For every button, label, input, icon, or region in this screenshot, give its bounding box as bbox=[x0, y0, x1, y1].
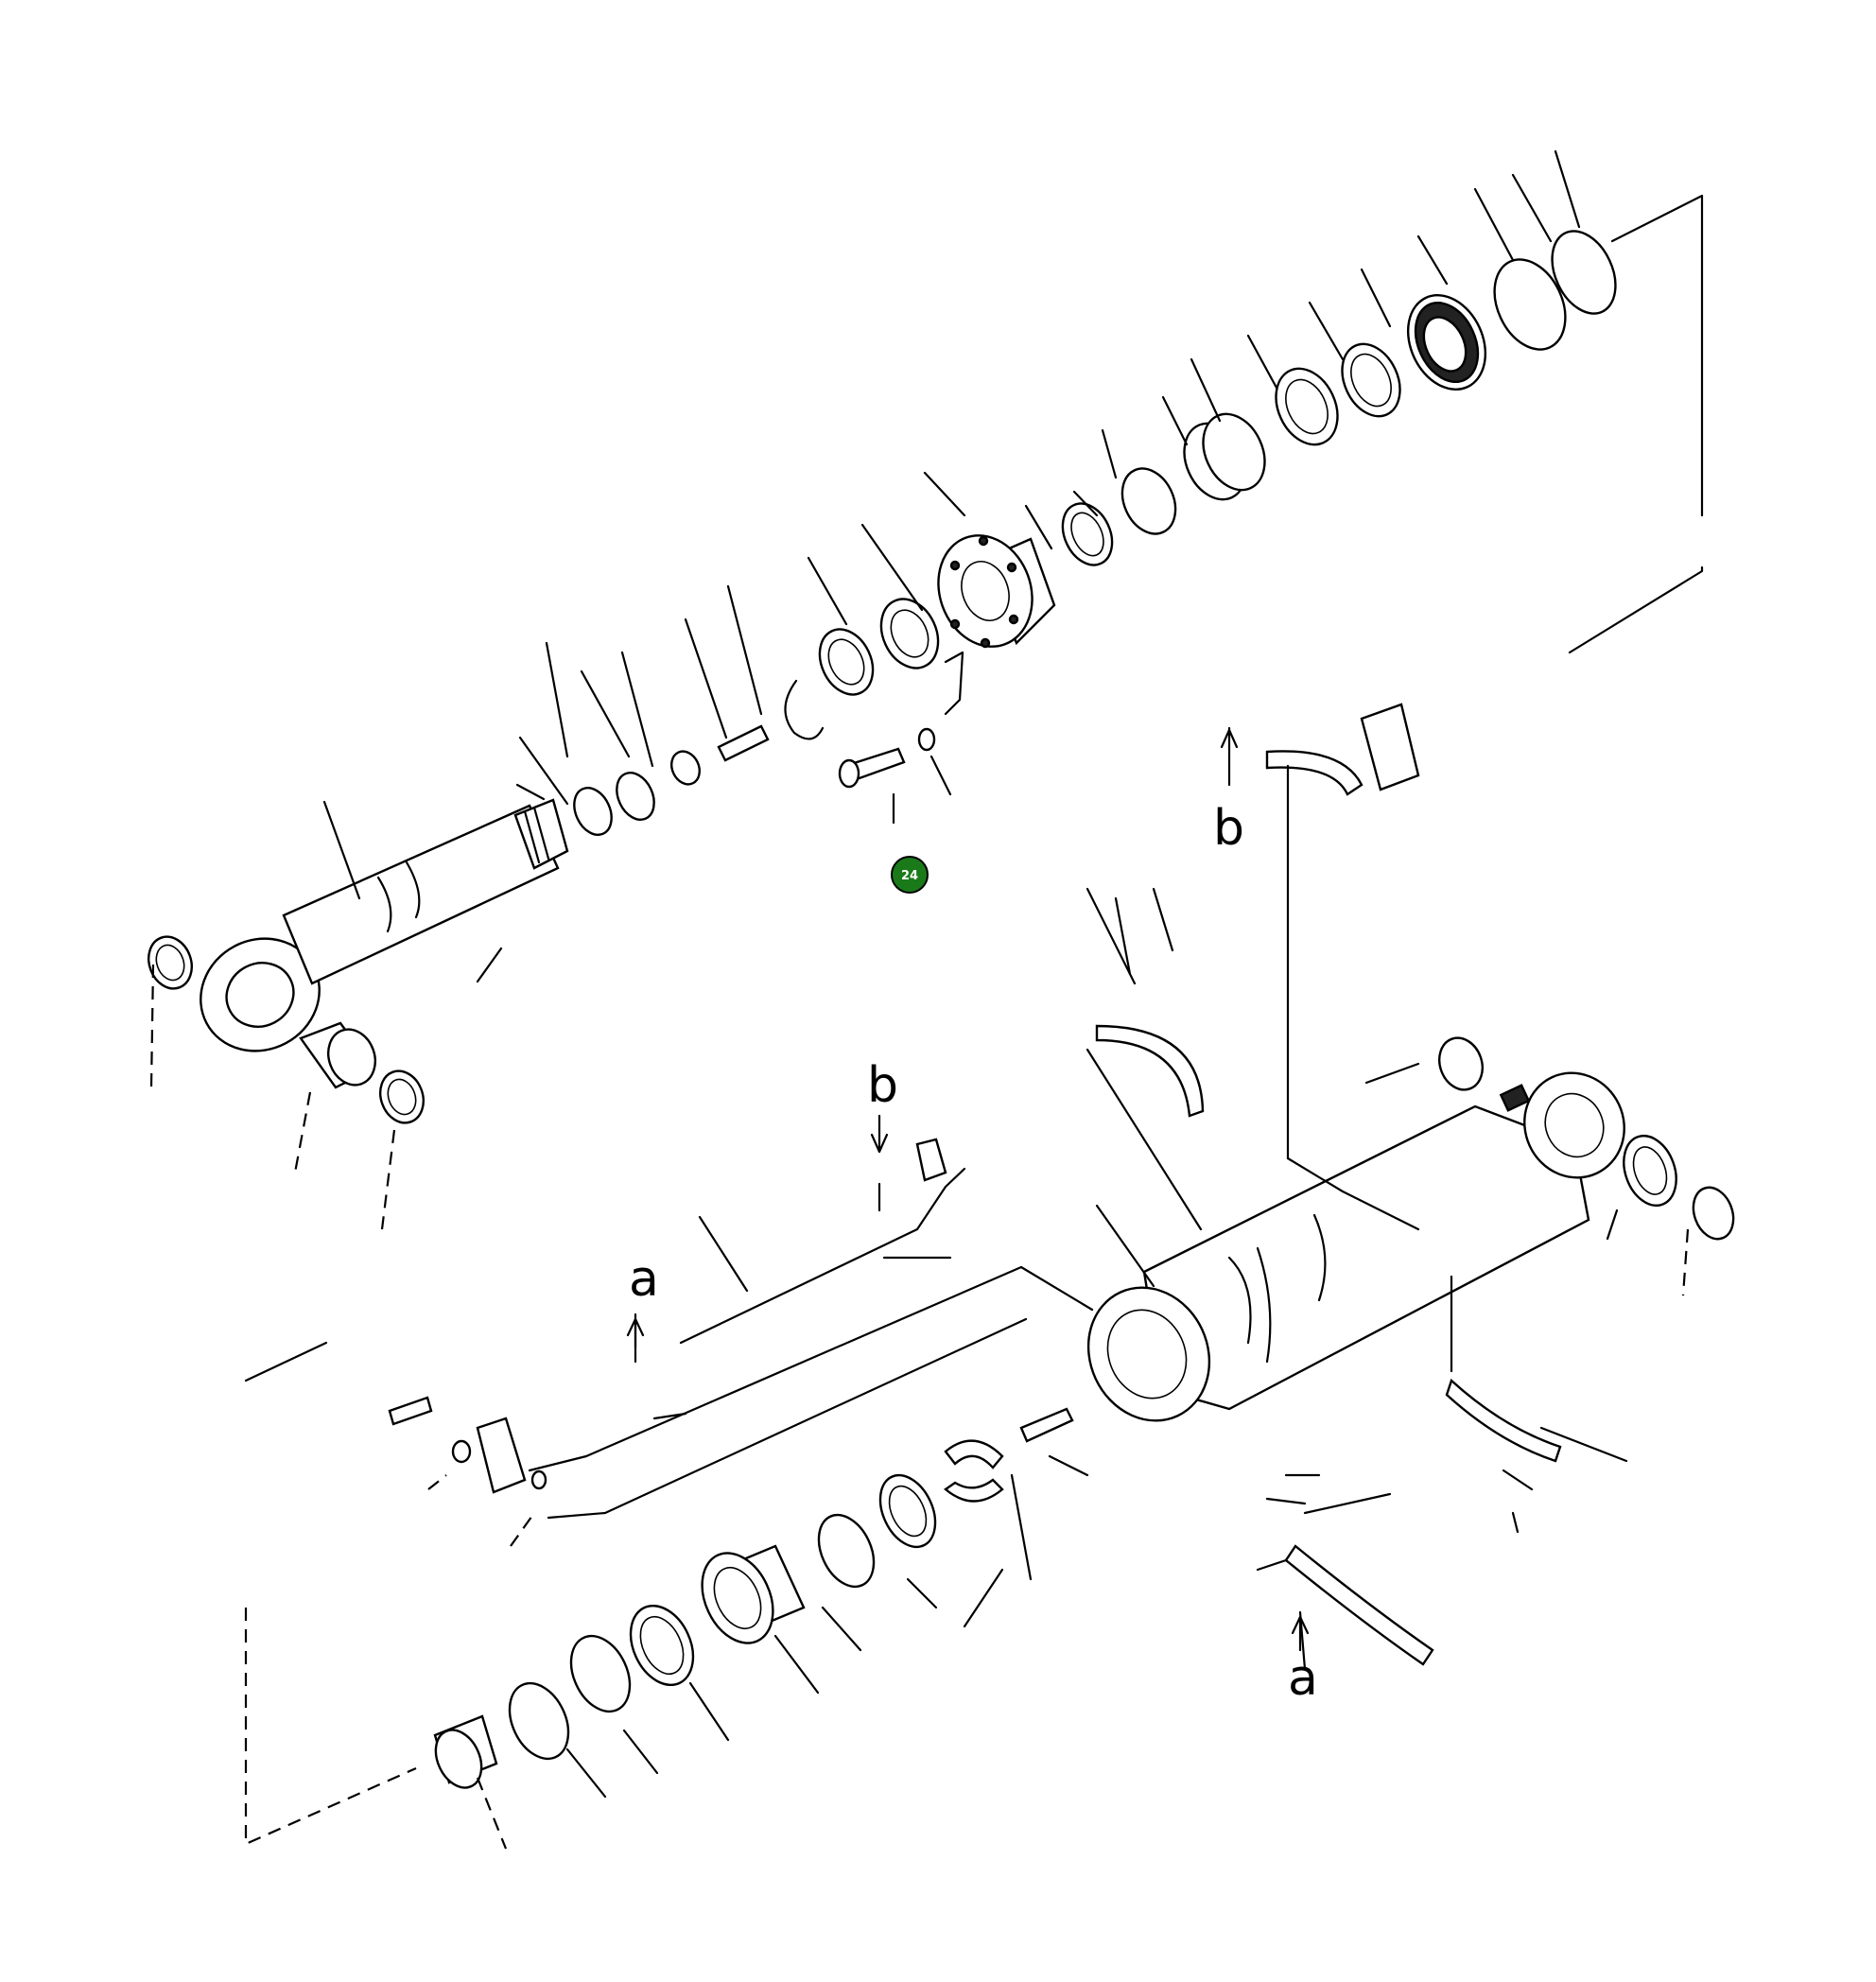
rod-eye-bushings bbox=[148, 935, 425, 1124]
tube-bushings bbox=[1438, 1036, 1735, 1241]
callout-badge-24[interactable]: 24 bbox=[891, 856, 929, 894]
cylinder-head bbox=[937, 534, 1056, 649]
piston-seal-kit bbox=[1061, 342, 1401, 566]
leader-lines-upper bbox=[149, 149, 1581, 1230]
ref-a-left: a bbox=[629, 1251, 659, 1308]
ref-b-upper: b bbox=[1213, 800, 1244, 857]
pipe-clamps bbox=[1095, 703, 1562, 1666]
ref-b-lower: b bbox=[867, 1057, 898, 1114]
assembly-frame-lines bbox=[244, 194, 1704, 1846]
callout-number: 24 bbox=[901, 869, 918, 883]
hydraulic-pipe bbox=[388, 1138, 1094, 1520]
cylinder-tube bbox=[1086, 1071, 1625, 1422]
ref-a-right: a bbox=[1288, 1650, 1318, 1707]
lower-seal-kit bbox=[433, 1407, 1074, 1789]
leader-lines-lower bbox=[427, 764, 1690, 1850]
piston bbox=[1406, 230, 1617, 391]
head-bolt bbox=[838, 727, 936, 789]
reference-markers: b b a a bbox=[626, 726, 1318, 1707]
rod-seal-kit bbox=[573, 598, 940, 836]
piston-rod-assembly bbox=[200, 798, 569, 1052]
